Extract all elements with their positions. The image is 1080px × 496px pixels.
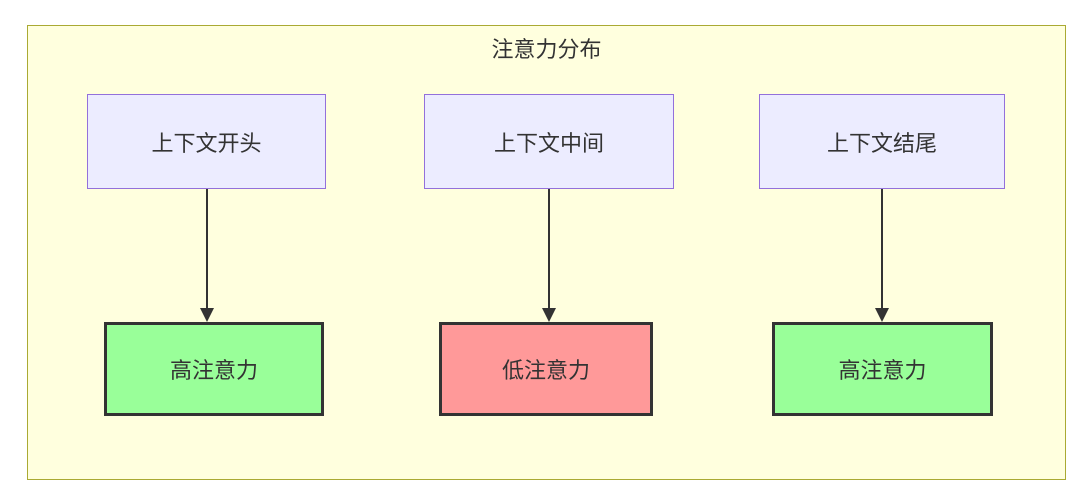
node-context-middle: 上下文中间 [424, 94, 674, 189]
node-low-attention-middle-label: 低注意力 [501, 358, 590, 383]
node-high-attention-right: 高注意力 [772, 322, 993, 416]
node-context-end-label: 上下文结尾 [826, 130, 937, 156]
node-context-start: 上下文开头 [87, 94, 326, 189]
edge-arrow-middle-to-low [542, 189, 556, 322]
arrow-shaft [206, 189, 208, 309]
arrow-head-icon [200, 308, 214, 322]
edge-arrow-end-to-high [875, 189, 889, 322]
node-high-attention-left: 高注意力 [104, 322, 324, 416]
node-low-attention-middle: 低注意力 [439, 322, 653, 416]
arrow-head-icon [875, 308, 889, 322]
node-high-attention-right-label: 高注意力 [838, 358, 927, 383]
arrow-head-icon [542, 308, 556, 322]
node-context-start-label: 上下文开头 [151, 130, 262, 156]
node-high-attention-left-label: 高注意力 [169, 358, 258, 383]
attention-distribution-container: 注意力分布 上下文开头 上下文中间 上下文结尾 高注意力 低注意力 [27, 25, 1066, 480]
edge-arrow-start-to-high [200, 189, 214, 322]
diagram-title: 注意力分布 [491, 37, 602, 62]
arrow-shaft [548, 189, 550, 309]
node-context-middle-label: 上下文中间 [493, 130, 604, 156]
arrow-shaft [881, 189, 883, 309]
node-context-end: 上下文结尾 [759, 94, 1005, 189]
